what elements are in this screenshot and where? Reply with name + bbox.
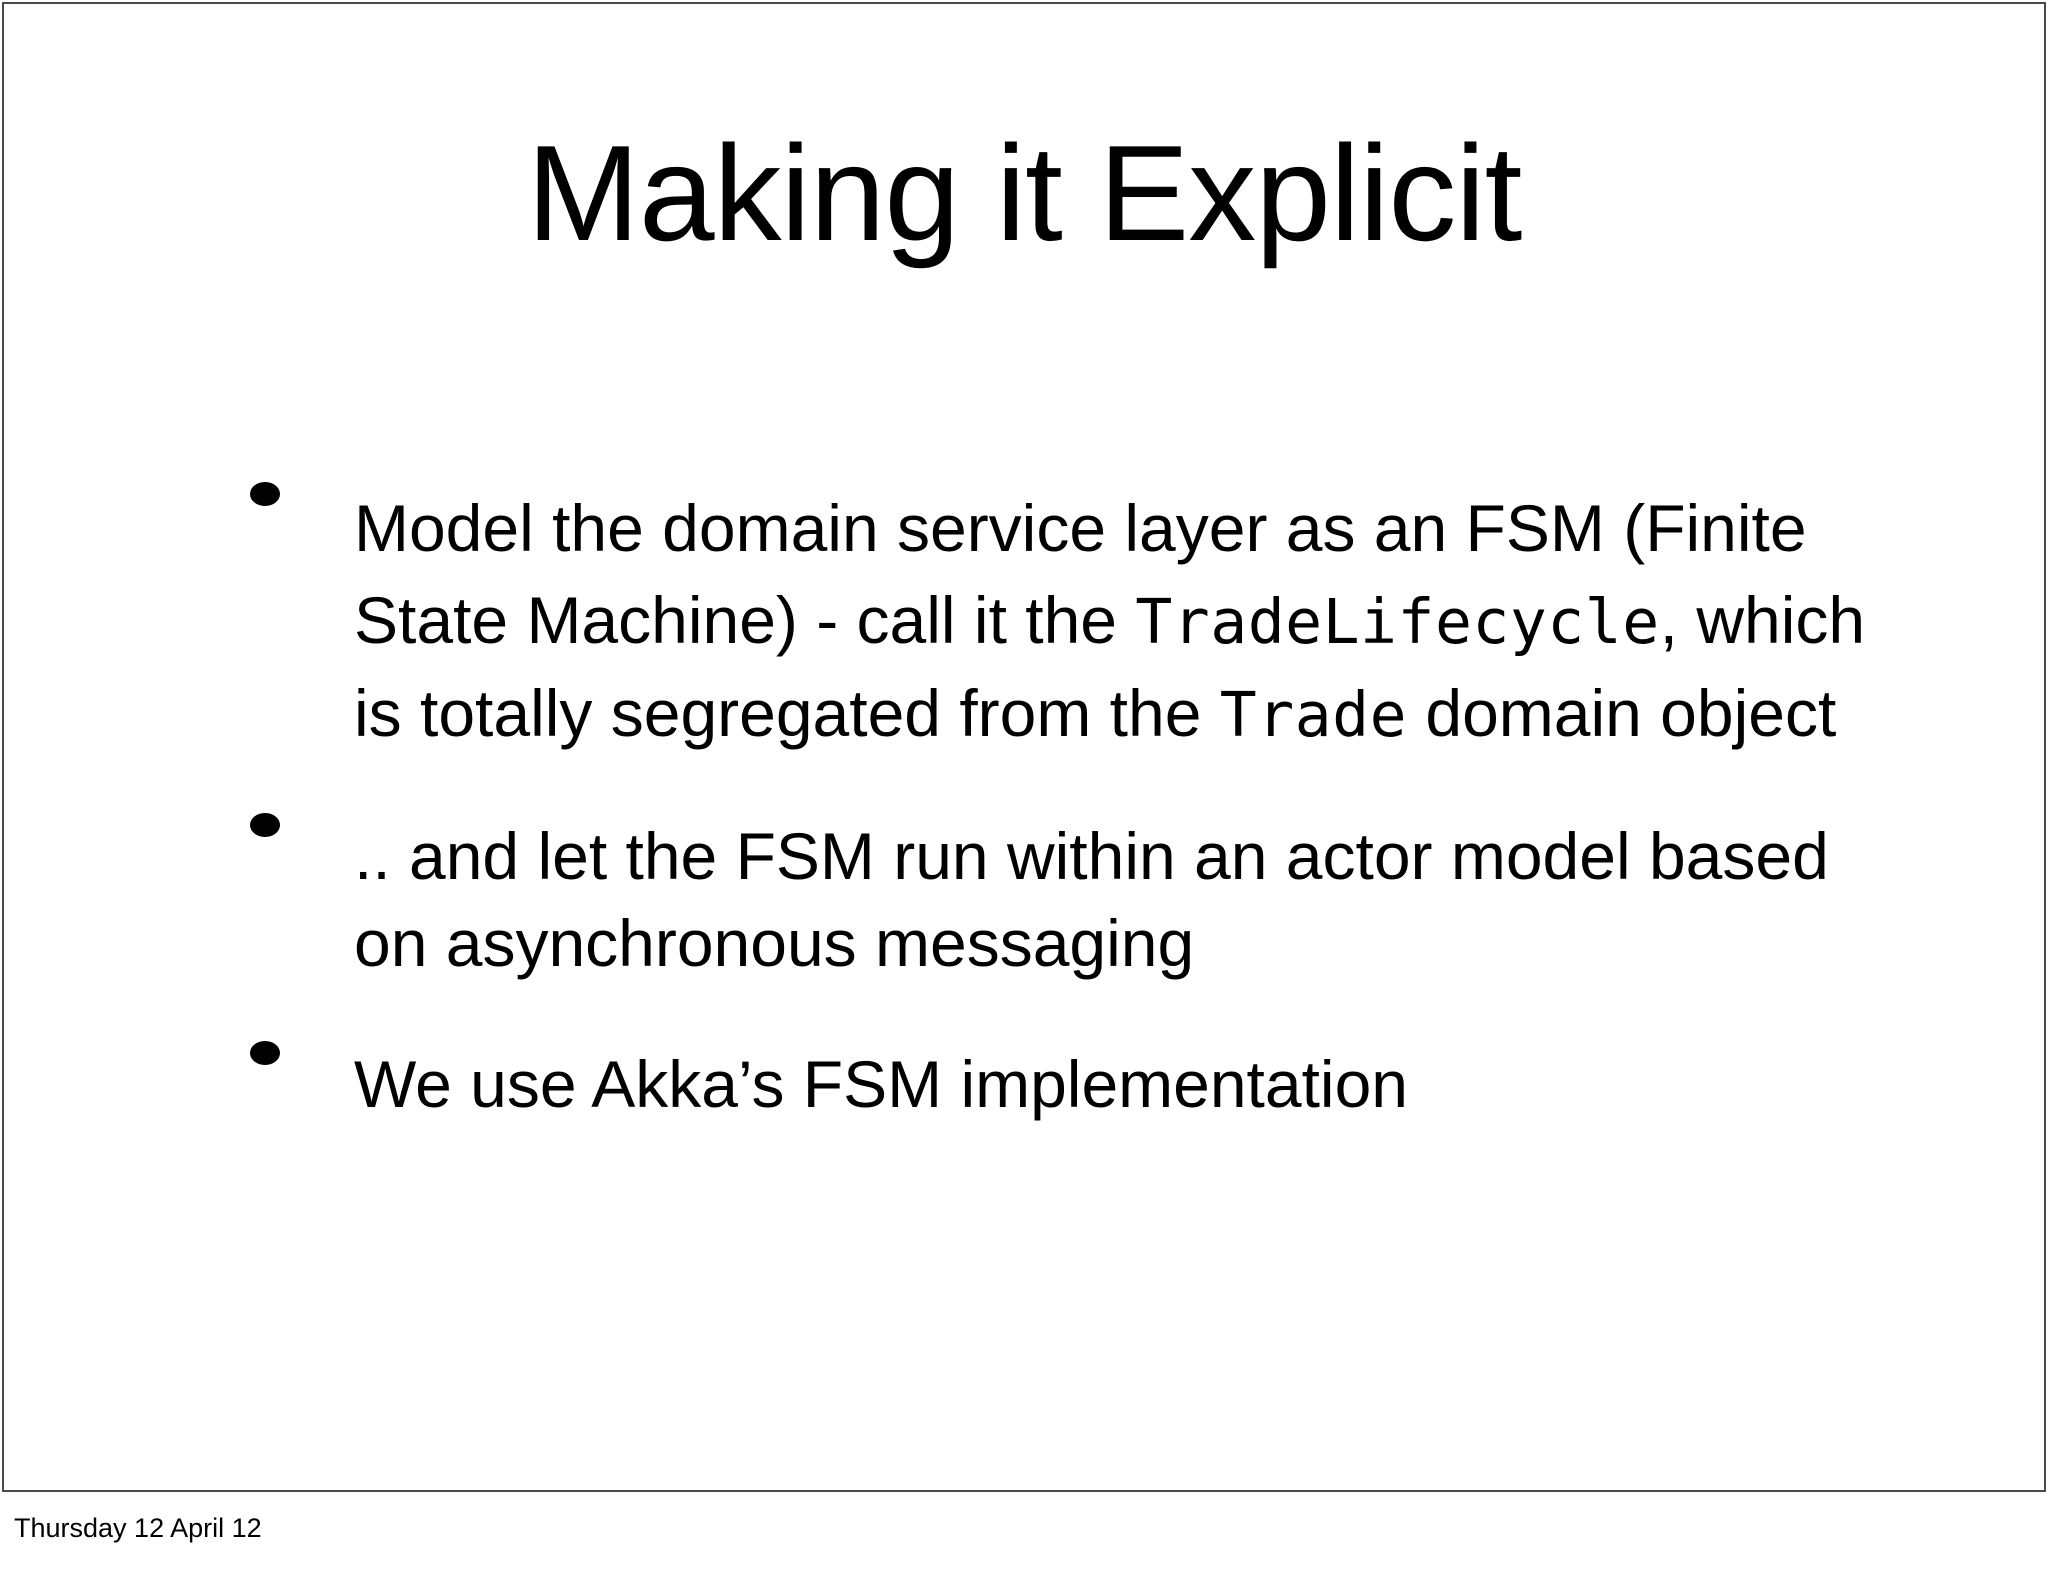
bullet-1-run-1: Model the domain service layer as an FSM… [354, 491, 1807, 658]
bullet-item-2-text: .. and let the FSM run within an actor m… [354, 819, 1829, 981]
bullet-item-1-text: Model the domain service layer as an FSM… [354, 482, 1884, 759]
bullet-1-run-5: domain object [1407, 675, 1837, 750]
bullet-list: Model the domain service layer as an FSM… [244, 482, 1884, 1129]
bullet-item-3: We use Akka’s FSM implementation [244, 1041, 1884, 1128]
bullet-item-3-text: We use Akka’s FSM implementation [354, 1047, 1409, 1122]
slide-footer: Thursday 12 April 12 [0, 1496, 2048, 1576]
bullet-dot-icon [250, 813, 280, 838]
slide-title: Making it Explicit [526, 117, 1523, 269]
bullet-1-run-3: , which is totally segregated from the [354, 583, 1866, 750]
bullet-item-1: Model the domain service layer as an FSM… [244, 482, 1884, 759]
bullet-dot-icon [250, 482, 280, 506]
footer-date: Thursday 12 April 12 [14, 1513, 262, 1543]
bullet-item-2: .. and let the FSM run within an actor m… [244, 813, 1884, 987]
bullet-1-code-trade: Trade [1219, 679, 1408, 751]
bullet-1-code-tradelifecycle: TradeLifecycle [1135, 587, 1660, 659]
slide-canvas: Making it Explicit Model the domain serv… [2, 2, 2046, 1492]
bullet-dot-icon [250, 1041, 280, 1066]
